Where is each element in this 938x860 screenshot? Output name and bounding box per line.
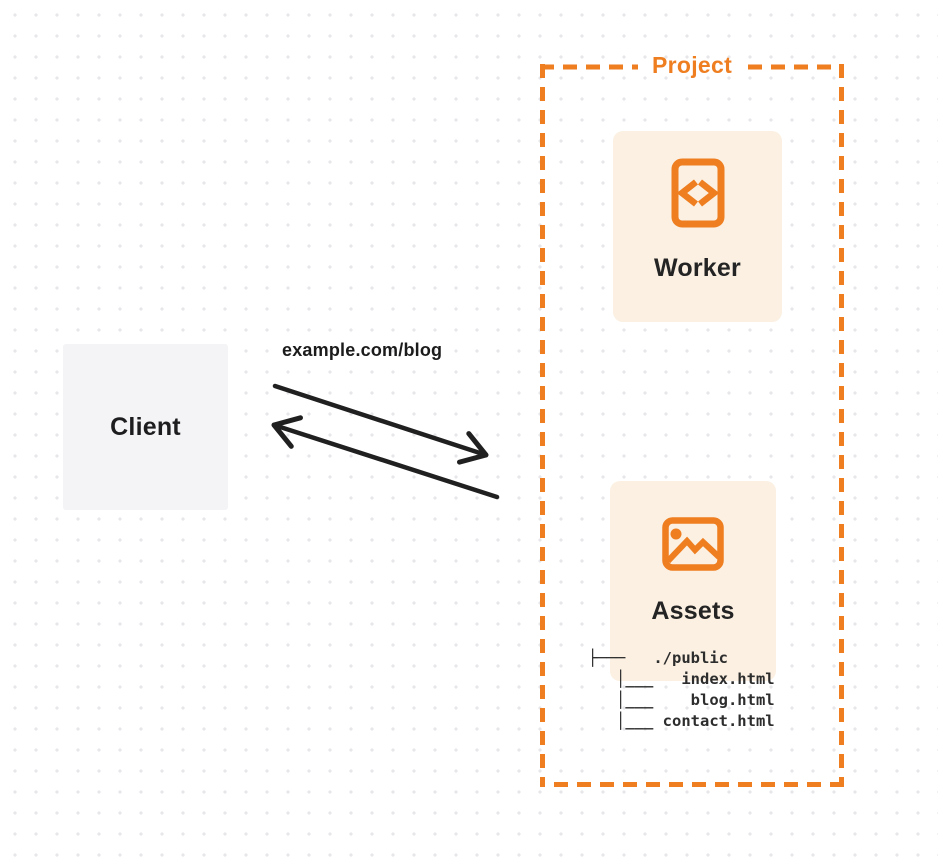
- worker-label: Worker: [654, 254, 741, 282]
- image-icon: [662, 517, 724, 571]
- request-arrow: [272, 383, 489, 465]
- assets-node: Assets: [610, 481, 776, 681]
- response-arrow: [271, 415, 500, 500]
- request-url-label: example.com/blog: [282, 340, 443, 360]
- code-file-icon: [671, 158, 724, 228]
- client-label: Client: [110, 412, 181, 441]
- worker-node: Worker: [613, 131, 782, 322]
- file-tree: ├─── ./public │___ index.html │___ blog.…: [588, 649, 775, 730]
- assets-label: Assets: [651, 597, 735, 625]
- client-node: Client: [63, 344, 228, 510]
- project-label: Project: [651, 52, 733, 78]
